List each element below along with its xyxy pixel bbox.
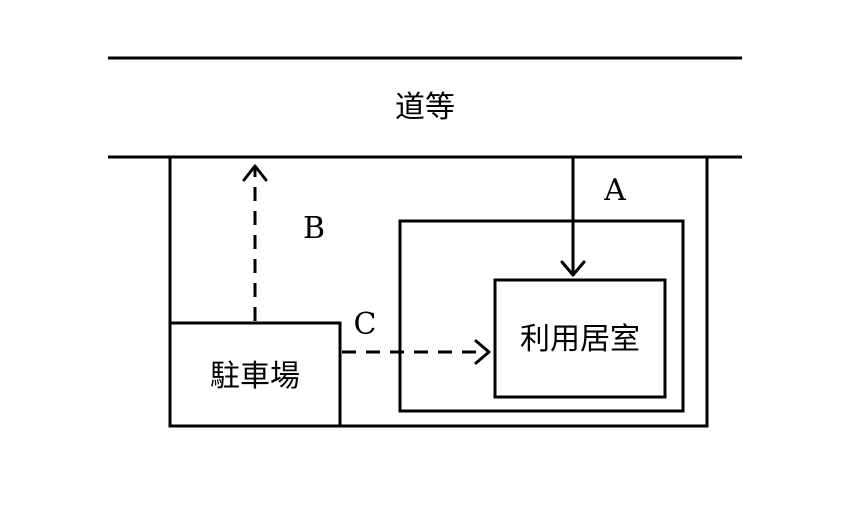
route-a-arrowhead [560, 260, 586, 277]
route-c-arrowhead [474, 339, 491, 365]
parking-box [168, 321, 342, 428]
route-b-arrowhead [242, 164, 268, 182]
site-boundary [168, 157, 709, 428]
road-label: 道等 [395, 90, 455, 125]
route-c-label: C [354, 307, 377, 342]
room-box [493, 278, 667, 399]
route-b-label: B [303, 211, 325, 246]
room-label: 利用居室 [520, 322, 640, 357]
route-a-label: A [603, 173, 626, 208]
parking-label: 駐車場 [210, 359, 300, 394]
